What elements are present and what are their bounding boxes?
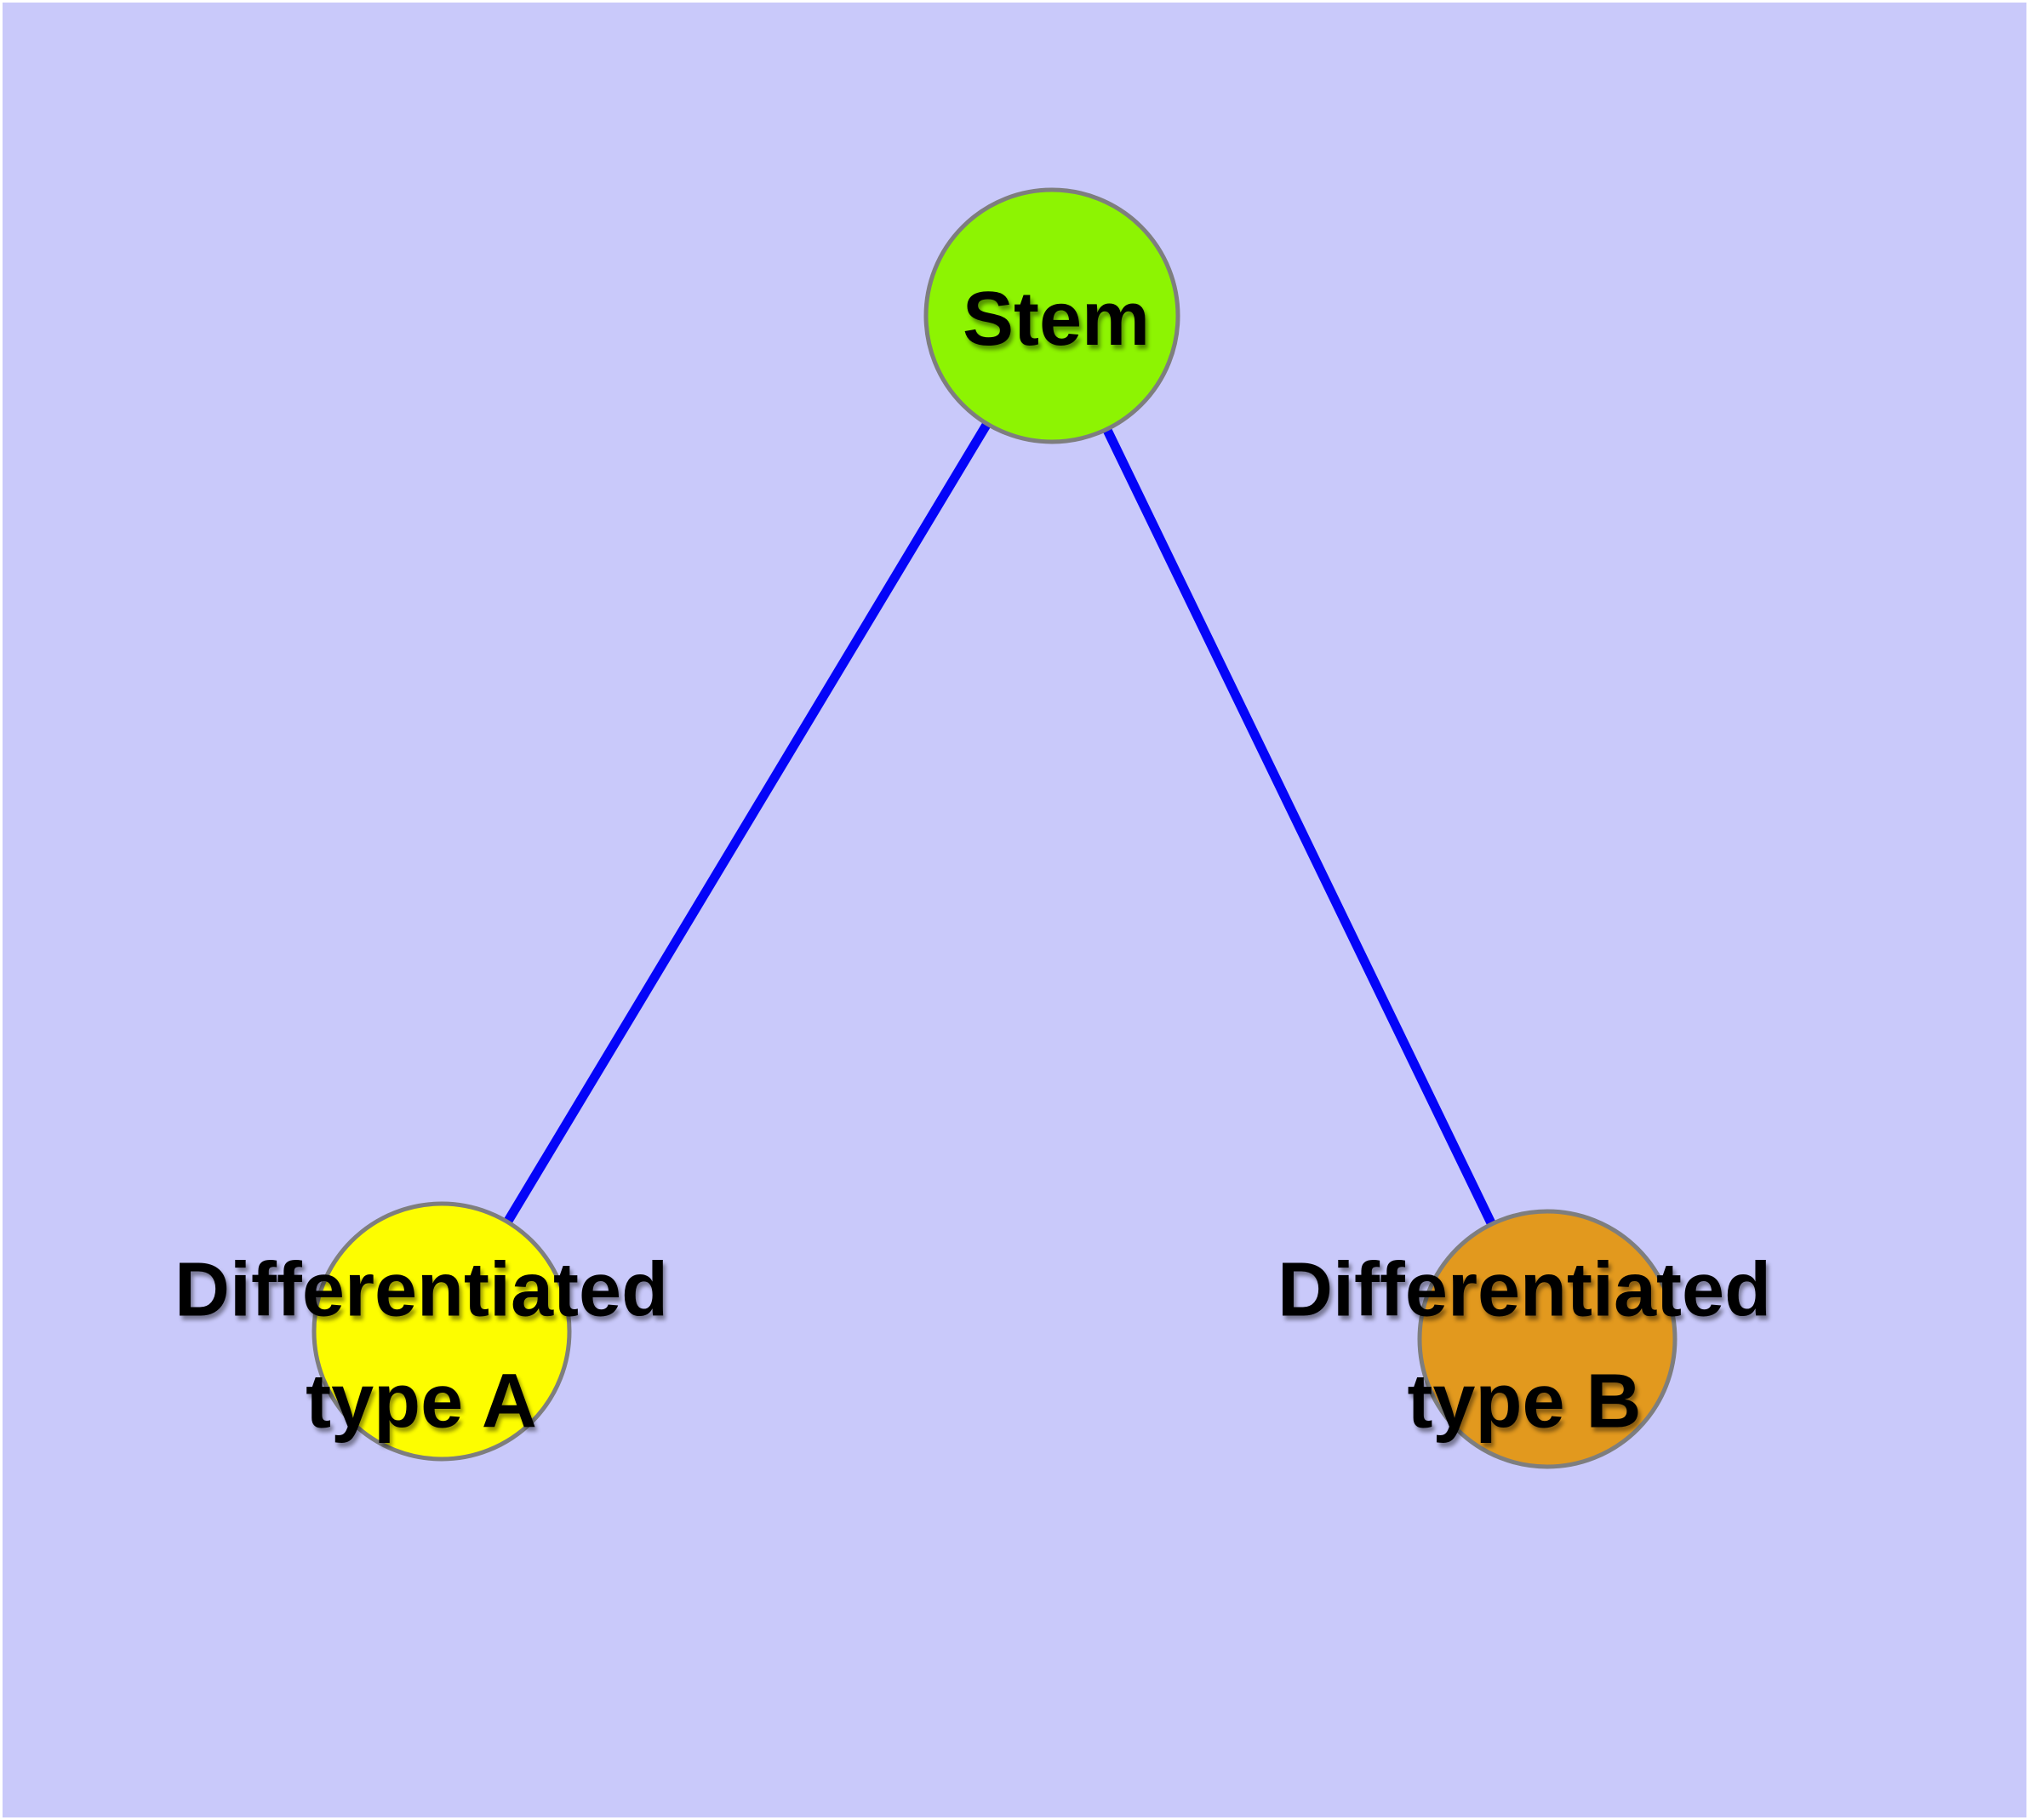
node-type-b-circle [1417, 1209, 1677, 1469]
node-stem-circle [923, 187, 1180, 444]
node-type-a-circle [311, 1201, 572, 1462]
edge-stem-to-type-b [1048, 313, 1552, 1342]
edge-stem-to-type-a [437, 313, 1056, 1334]
